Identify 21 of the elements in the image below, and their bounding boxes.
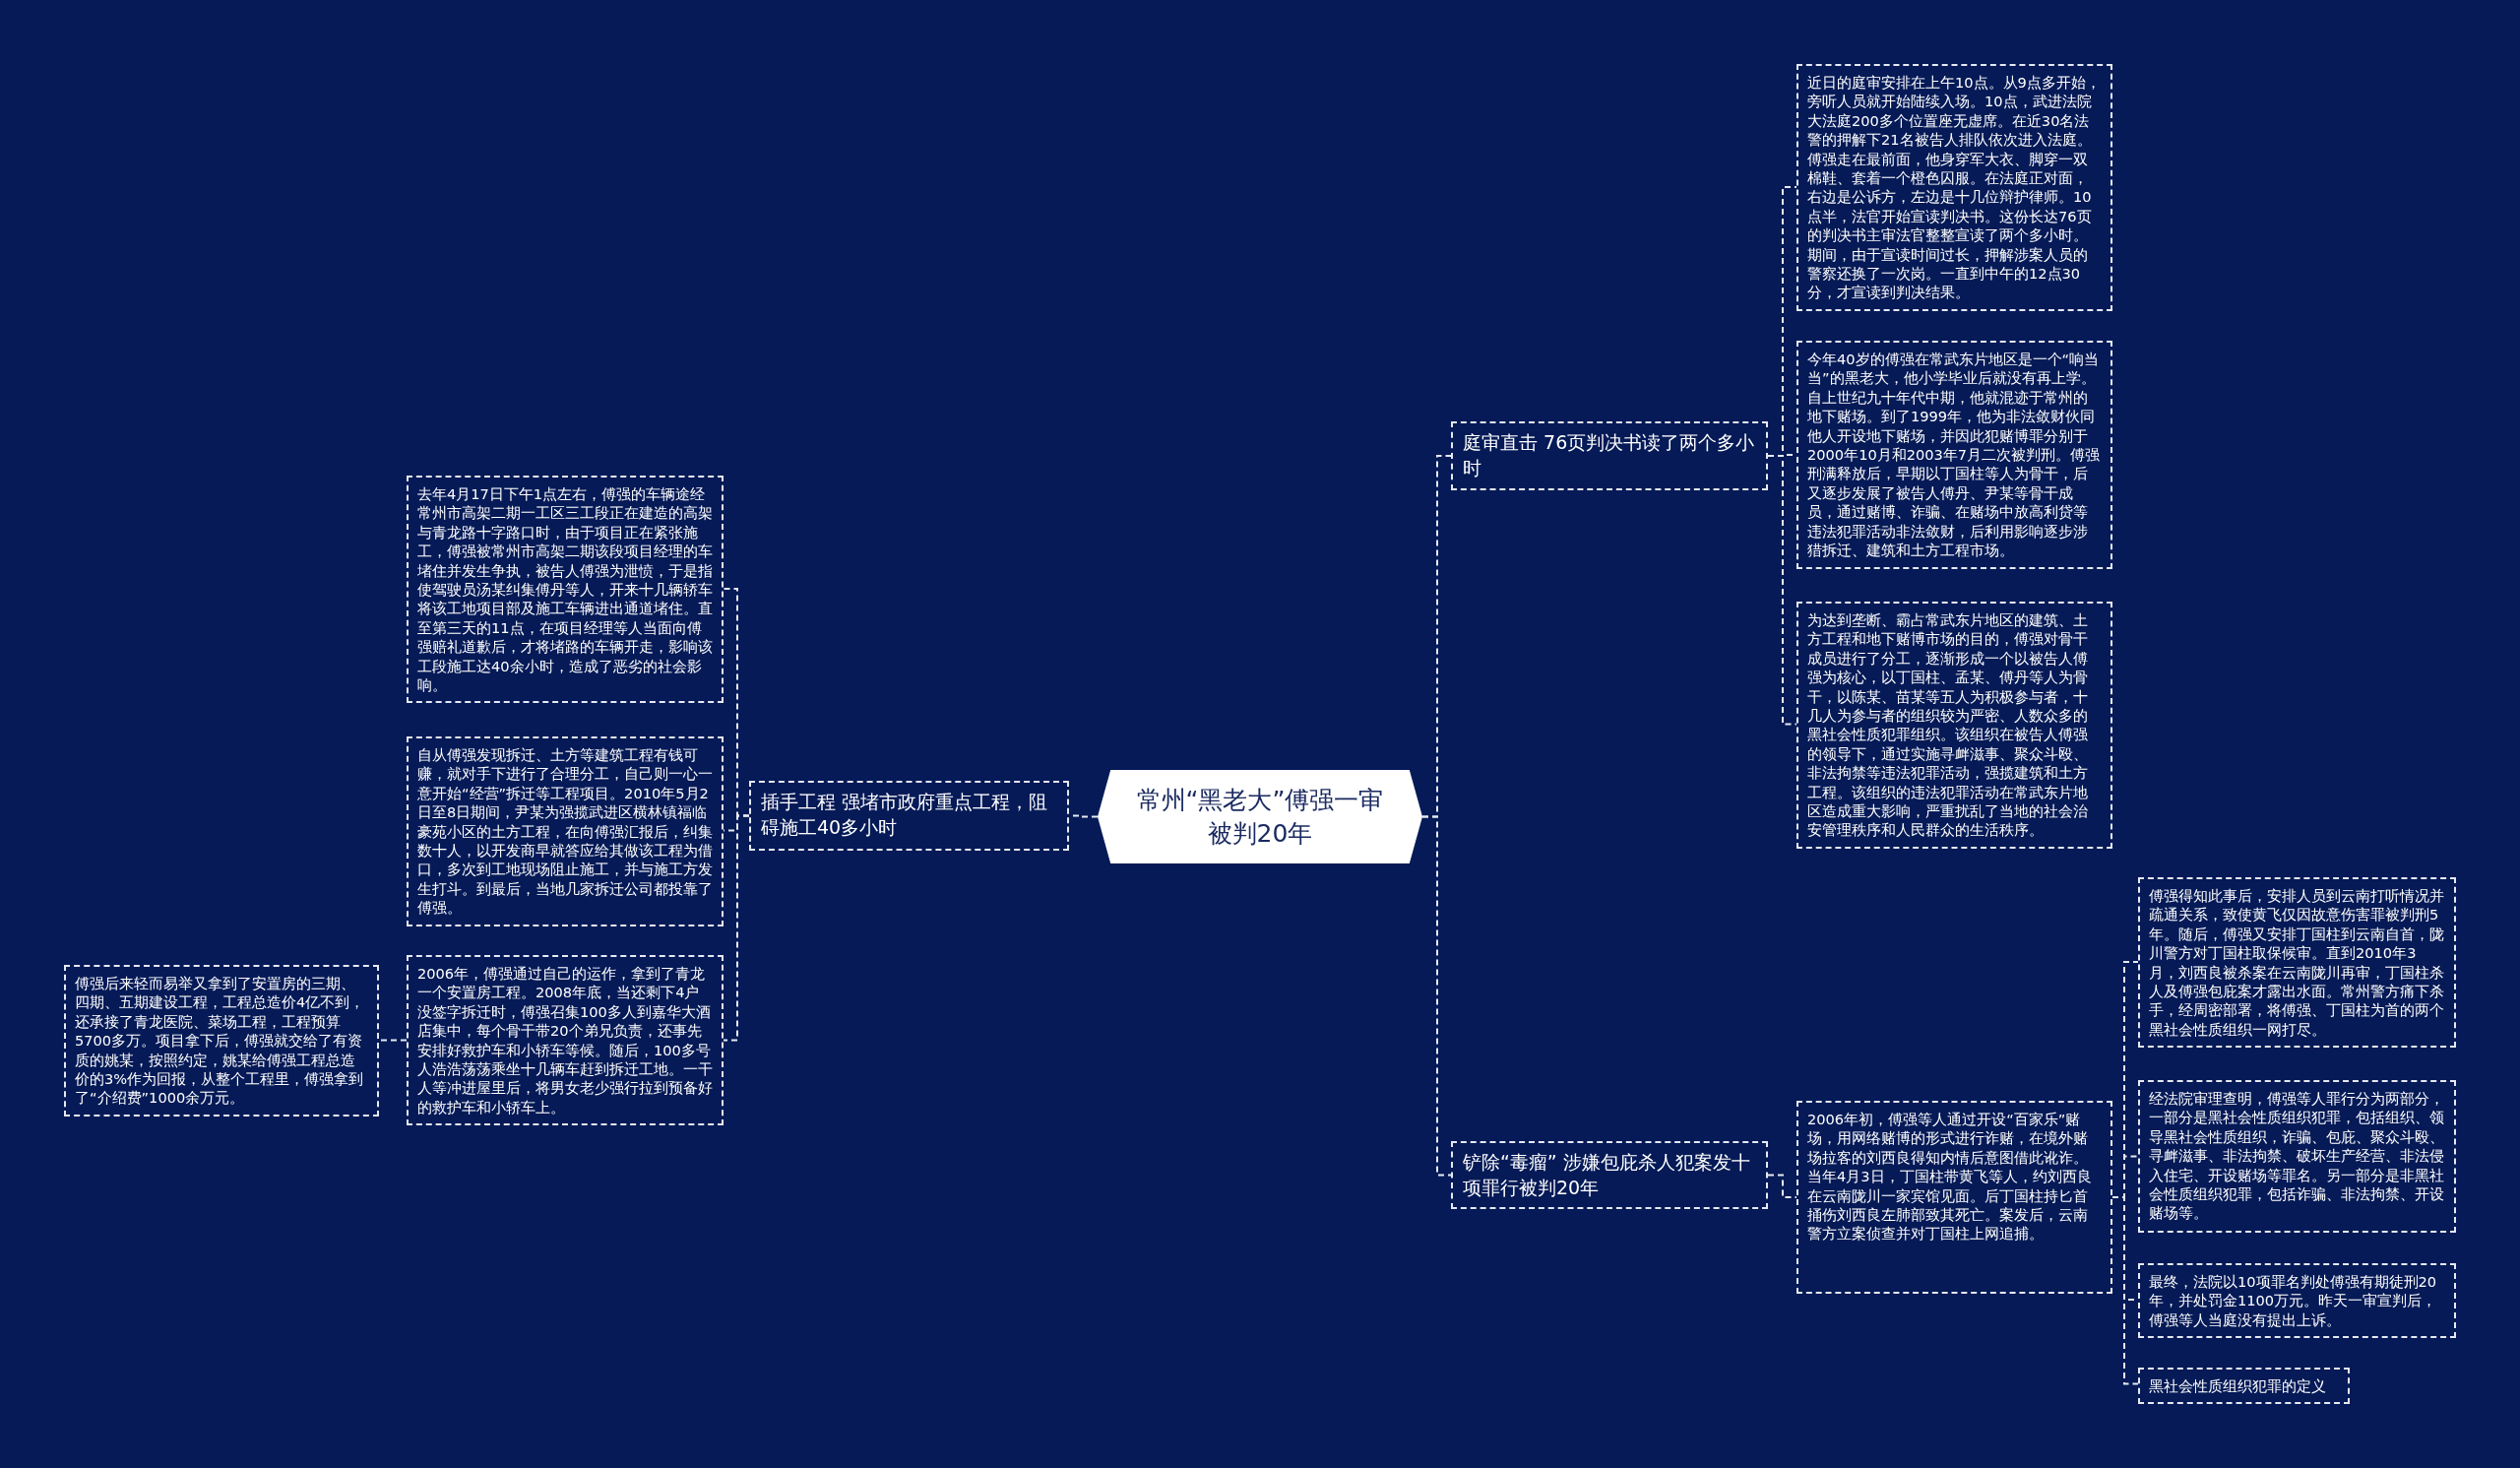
branch-box: 铲除“毒瘤” 涉嫌包庇杀人犯案发十项罪行被判20年 [1451, 1141, 1768, 1209]
connector-line [378, 1039, 408, 1042]
text-box: 2006年初，傅强等人通过开设“百家乐”赌场，用网络赌博的形式进行诈赌，在境外赌场拉客的刘西良得知内情后意图借此讹诈。当年4月3日，丁国柱带黄飞等人，约刘西良在云南陇川一家宾馆见面。后丁国柱持匕首捅伤刘西良左肺部致其死亡。案发后，云南警方立案侦查并对丁国柱上网追捕。 [1796, 1101, 2112, 1294]
text-box: 为达到垄断、霸占常武东片地区的建筑、土方工程和地下赌博市场的目的，傅强对骨干成员进行了分工，逐渐形成一个以被告人傅强为核心，以丁国柱、孟某、傅丹等人为骨干，以陈某、苗某等五人为积极参与者，十几人为参与者的组织较为严密、人数众多的黑社会性质犯罪组织。该组织在被告人傅强的领导下，通过实施寻衅滋事、聚众斗殴、非法拘禁等违法犯罪活动，强揽建筑和土方工程。该组织的违法犯罪活动在常武东片地区造成重大影响，严重扰乱了当地的社会治安管理秩序和人民群众的生活秩序。 [1796, 602, 2112, 849]
text-box: 2006年，傅强通过自己的运作，拿到了青龙一个安置房工程。2008年底，当还剩下4户没签字拆迁时，傅强召集100多人到嘉华大酒店集中，每个骨干带20个弟兄负责，还事先安排好救护车和小轿车等候。随后，100多号人浩浩荡荡乘坐十几辆车赶到拆迁工地。一干人等冲进屋里后，将男女老少强行拉到预备好的救护车和小轿车上。 [407, 955, 724, 1126]
text-box: 经法院审理查明，傅强等人罪行分为两部分，一部分是黑社会性质组织犯罪，包括组织、领导黑社会性质组织，诈骗、包庇、聚众斗殴、寻衅滋事、非法拘禁、破坏生产经营、非法侵入住宅、开设赌场等罪名。另一部分是非黑社会性质组织犯罪，包括诈骗、非法拘禁、开设赌场等。 [2138, 1080, 2456, 1233]
text-box: 最终，法院以10项罪名判处傅强有期徒刑20年，并处罚金1100万元。昨天一审宣判后，傅强等人当庭没有提出上诉。 [2138, 1263, 2456, 1339]
text-box: 自从傅强发现拆迁、土方等建筑工程有钱可赚，就对手下进行了合理分工，自己则一心一意开始“经营”拆迁等工程项目。2010年5月2日至8日期间，尹某为强揽武进区横林镇福临豪苑小区的土方工程，在向傅强汇报后，纠集数十人，以开发商早就答应给其做该工程为借口，多次到工地现场阻止施工，并与施工方发生打斗。到最后，当地几家拆迁公司都投靠了傅强。 [407, 736, 724, 926]
branch-box: 庭审直击 76页判决书读了两个多小时 [1451, 421, 1768, 490]
connector-line [2111, 1196, 2139, 1385]
text-box: 去年4月17日下午1点左右，傅强的车辆途经常州市高架二期一工区三工段正在建造的高架与青龙路十字路口时，由于项目正在紧张施工，傅强被常州市高架二期该段项目经理的车堵住并发生争执，被告人傅强为泄愤，于是指使驾驶员汤某纠集傅丹等人，开来十几辆轿车将该工地项目部及施工车辆进出通道堵住。直至第三天的11点，在项目经理等人当面向傅强赔礼道歉后，才将堵路的车辆开走，影响该工段施工达40余小时，造成了恶劣的社会影响。 [407, 476, 724, 704]
text-box: 近日的庭审安排在上午10点。从9点多开始，旁听人员就开始陆续入场。10点，武进法院大法庭200多个位置座无虚席。在近30名法警的押解下21名被告人排队依次进入法庭。傅强走在最前面，他身穿军大衣、脚穿一双棉鞋、套着一个橙色囚服。在法庭正对面，右边是公诉方，左边是十几位辩护律师。10点半，法官开始宣读判决书。这份长达76页的判决书主审法官整整宣读了两个多小时。期间，由于宣读时间过长，押解涉案人员的警察还换了一次岗。一直到中午的12点30分，才宣读到判决结果。 [1796, 64, 2112, 311]
branch-box: 插手工程 强堵市政府重点工程，阻碍施工40多小时 [749, 781, 1069, 851]
connector-line [1767, 455, 1797, 726]
connector-line [723, 814, 750, 1042]
text-box: 黑社会性质组织犯罪的定义 [2138, 1368, 2350, 1405]
text-box: 傅强后来轻而易举又拿到了安置房的三期、四期、五期建设工程，工程总造价4亿不到，还承接了青龙医院、菜场工程，工程预算5700多万。项目拿下后，傅强就交给了有资质的姚某，按照约定，姚某给傅强工程总造价的3%作为回报，从整个工程里，傅强拿到了“介绍费”1000余万元。 [64, 965, 379, 1117]
connector-line [1421, 815, 1452, 1177]
text-box: 今年40岁的傅强在常武东片地区是一个“响当当”的黑老大，他小学毕业后就没有再上学。自上世纪九十年代中期，他就混迹于常州的地下赌场。到了1999年，他为非法敛财伙同他人开设地下赌场，并因此犯赌博罪分别于2000年10月和2003年7月二次被判刑。傅强刑满释放后，早期以丁国柱等人为骨干，后又逐步发展了被告人傅丹、尹某等骨干成员，通过赌博、诈骗、在赌场中放高利贷等违法犯罪活动非法敛财，后利用影响逐步涉猎拆迁、建筑和土方工程市场。 [1796, 341, 2112, 569]
text-box: 傅强得知此事后，安排人员到云南打听情况并疏通关系，致使黄飞仅因故意伤害罪被判刑5年。随后，傅强又安排丁国柱到云南自首，陇川警方对丁国柱取保候审。直到2010年3月，刘西良被杀案在云南陇川再审，丁国柱杀人及傅强包庇案才露出水面。常州警方痛下杀手，经周密部署，将傅强、丁国柱为首的两个黑社会性质组织一网打尽。 [2138, 877, 2456, 1049]
connector-line [1767, 1174, 1797, 1198]
